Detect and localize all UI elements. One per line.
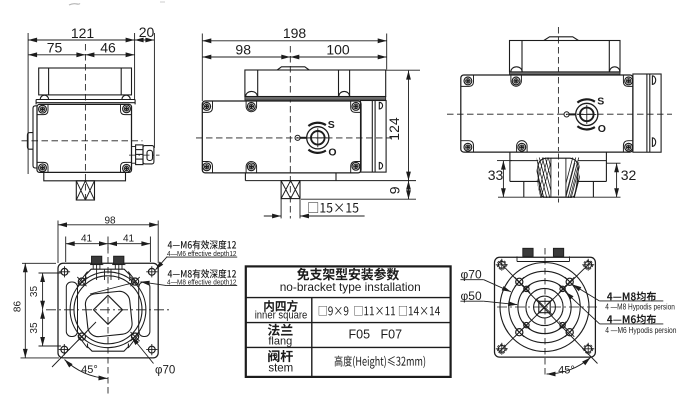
svg-text:41: 41 xyxy=(123,233,135,244)
svg-text:100: 100 xyxy=(326,41,350,57)
svg-text:98: 98 xyxy=(235,41,251,57)
svg-text:4—M6 effective depth12: 4—M6 effective depth12 xyxy=(167,249,237,258)
svg-text:20: 20 xyxy=(139,24,155,40)
svg-text:flang: flang xyxy=(268,336,292,348)
svg-text:inner square: inner square xyxy=(255,310,308,322)
svg-text:98: 98 xyxy=(104,215,116,226)
svg-text:86: 86 xyxy=(13,301,24,313)
svg-text:35: 35 xyxy=(29,322,40,334)
svg-text:32: 32 xyxy=(621,167,637,183)
svg-text:4 —M6 Hypodis persion: 4 —M6 Hypodis persion xyxy=(605,326,676,335)
svg-text:45°: 45° xyxy=(81,364,98,376)
svg-text:O: O xyxy=(328,147,336,159)
svg-text:45°: 45° xyxy=(558,365,575,377)
svg-text:33: 33 xyxy=(488,167,504,183)
svg-text:4—M8 effective depth12: 4—M8 effective depth12 xyxy=(167,278,237,287)
svg-text:no-bracket type installation: no-bracket type installation xyxy=(280,280,421,294)
svg-text:121: 121 xyxy=(71,25,95,41)
svg-text:stem: stem xyxy=(268,363,293,375)
svg-text:O: O xyxy=(598,123,606,135)
svg-text:41: 41 xyxy=(81,233,93,244)
svg-text:S: S xyxy=(328,119,335,131)
svg-text:φ70: φ70 xyxy=(461,268,482,282)
svg-text:F05 F07: F05 F07 xyxy=(349,328,403,342)
svg-text:198: 198 xyxy=(283,25,307,41)
svg-text:35: 35 xyxy=(29,286,40,298)
svg-text:φ70: φ70 xyxy=(155,365,175,377)
svg-text:S: S xyxy=(597,96,604,108)
svg-text:124: 124 xyxy=(386,117,402,141)
svg-text:75: 75 xyxy=(47,39,63,55)
svg-text:4 —M8 Hypodis persion: 4 —M8 Hypodis persion xyxy=(605,303,675,312)
svg-text:46: 46 xyxy=(100,39,116,55)
svg-text:φ50: φ50 xyxy=(461,289,482,303)
svg-text:9: 9 xyxy=(387,186,403,194)
